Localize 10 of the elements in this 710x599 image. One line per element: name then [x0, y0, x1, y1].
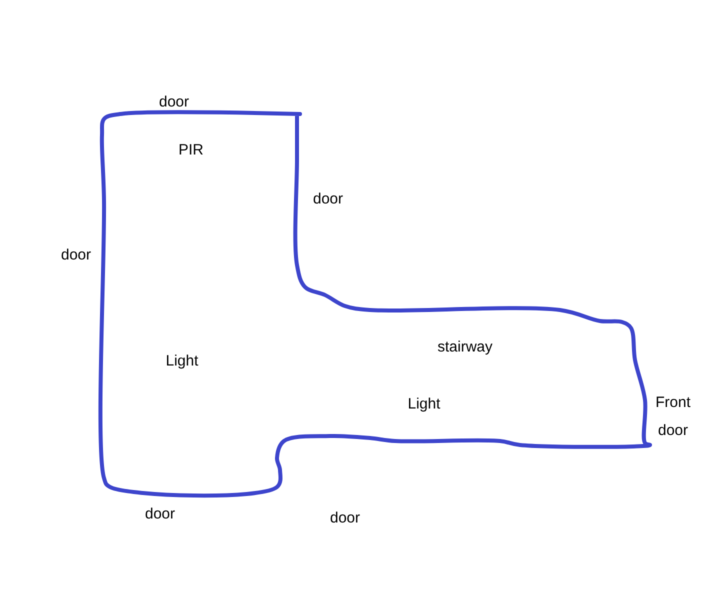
room-label: Light: [166, 352, 198, 370]
room-label: Light: [408, 396, 440, 412]
room-label: door: [158, 94, 190, 110]
room-label: stairway: [438, 338, 492, 356]
room-label: PIR: [178, 142, 204, 158]
room-label: door: [60, 246, 92, 264]
room-label: Front door: [654, 393, 692, 441]
room-label: door: [330, 510, 360, 526]
room-label: door: [144, 506, 176, 522]
room-label: door: [312, 190, 344, 208]
